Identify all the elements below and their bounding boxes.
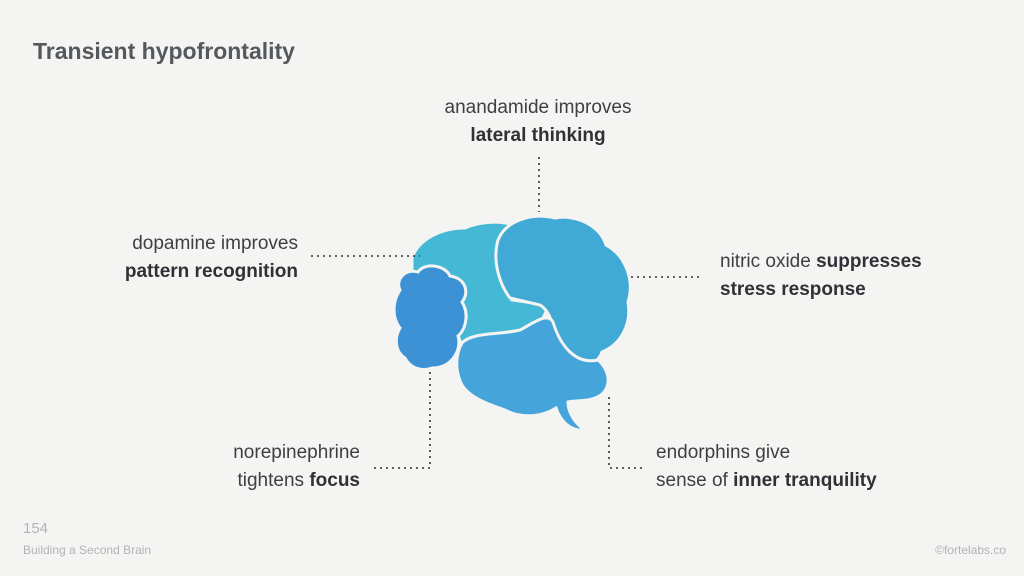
brain-top-lobe [494, 214, 632, 368]
page-title: Transient hypofrontality [33, 38, 295, 64]
brain-bottom-lobe [455, 316, 610, 432]
book-title: Building a Second Brain [23, 543, 152, 557]
label-dopamine: dopamine improves pattern recognition [124, 233, 298, 282]
connector-bottom-left [372, 372, 431, 469]
credit: ©fortelabs.co [935, 543, 1006, 557]
label-norepinephrine: norepinephrine tightens focus [233, 442, 360, 491]
label-nitric-oxide: nitric oxide suppresses stress response [720, 251, 922, 300]
label-anandamide: anandamide improves lateral thinking [444, 97, 632, 146]
page-number: 154 [23, 520, 49, 537]
connector-bottom-right [608, 397, 645, 469]
brain-frontal-lobe [392, 264, 468, 372]
label-endorphins: endorphins give sense of inner tranquili… [656, 442, 877, 491]
